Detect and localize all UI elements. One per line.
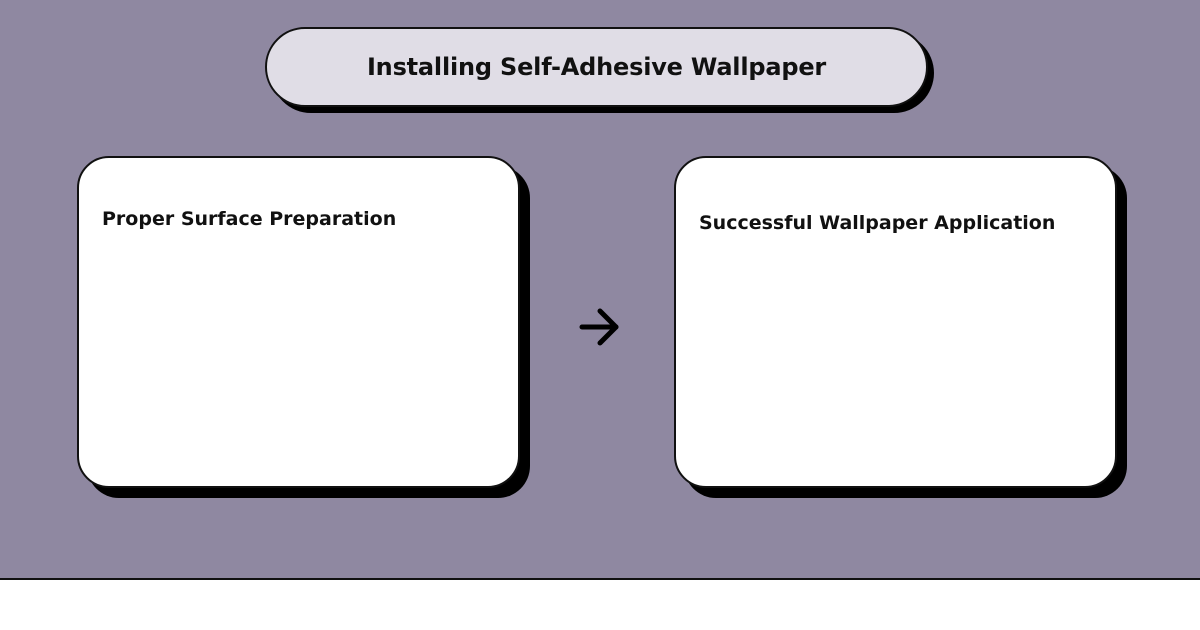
diagram-canvas: Installing Self-Adhesive Wallpaper Prope… (0, 0, 1200, 580)
diagram-title: Installing Self-Adhesive Wallpaper (366, 53, 827, 81)
step-label: Successful Wallpaper Application (699, 212, 1056, 234)
right-arrow-icon (579, 308, 619, 346)
title-banner: Installing Self-Adhesive Wallpaper (265, 27, 928, 107)
step-card-wallpaper-application: Successful Wallpaper Application (674, 156, 1117, 488)
step-card-surface-preparation: Proper Surface Preparation (77, 156, 520, 488)
step-label: Proper Surface Preparation (102, 208, 397, 230)
